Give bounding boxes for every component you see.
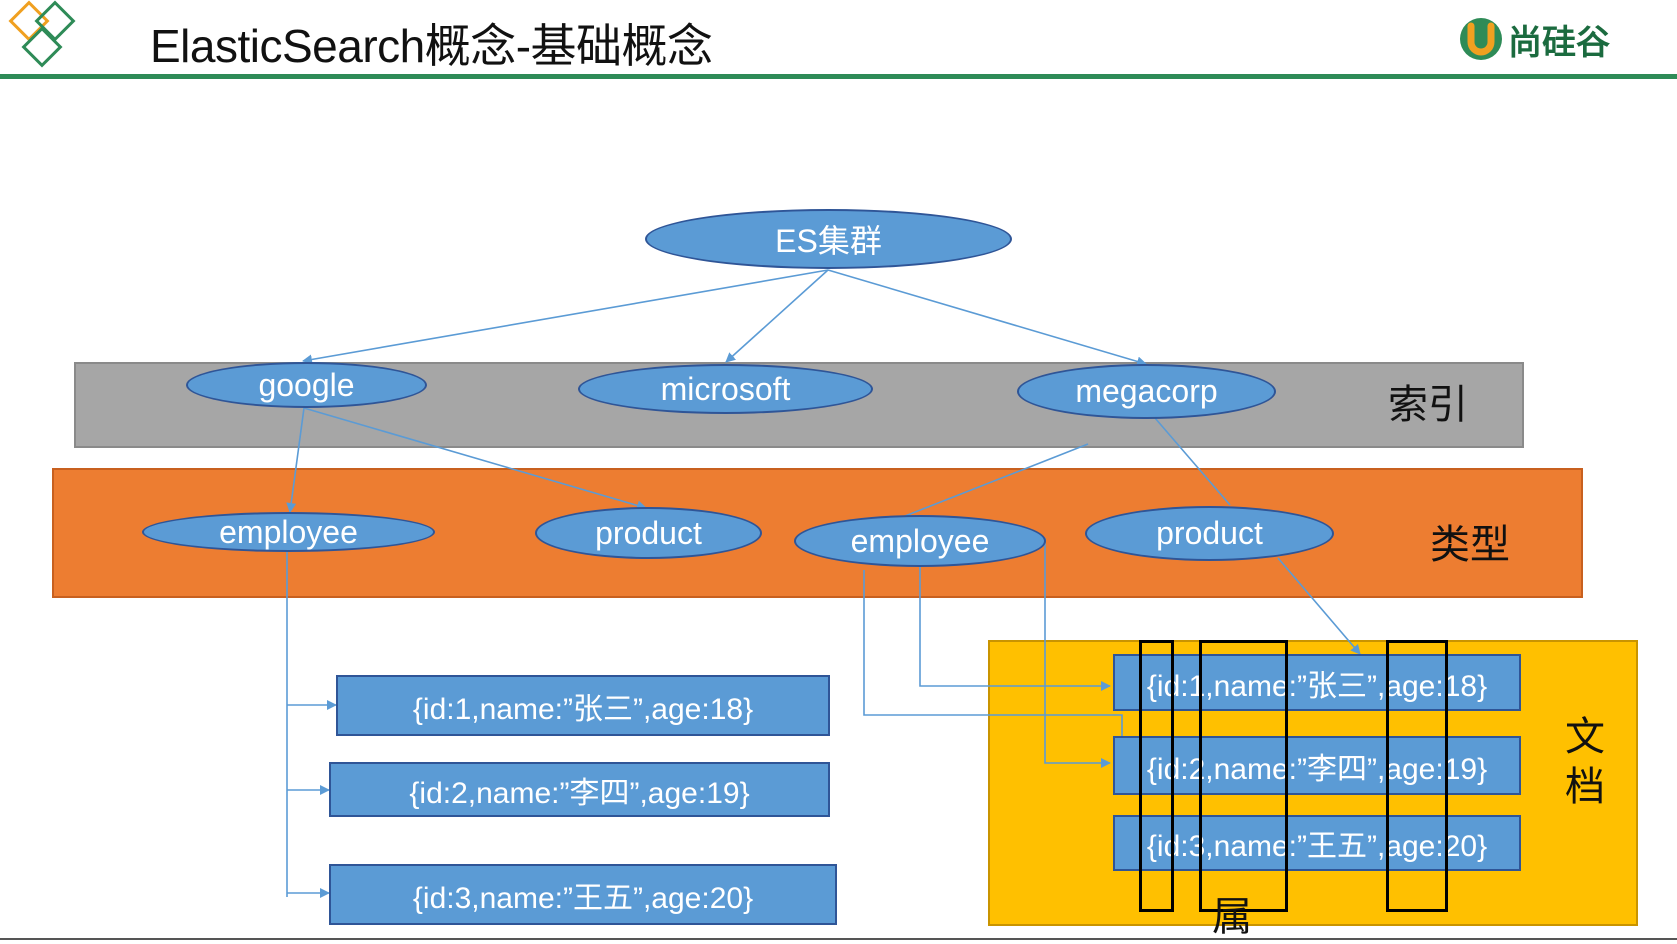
document-label: 文档	[1565, 715, 1605, 809]
type-employee-megacorp: employee	[794, 515, 1046, 567]
type-label: 类型	[1430, 523, 1510, 567]
index-microsoft: microsoft	[578, 364, 873, 414]
field-label: 属	[1212, 895, 1252, 939]
brand-logo: 尚硅谷	[1458, 14, 1610, 64]
page-title: ElasticSearch概念-基础概念	[150, 20, 713, 72]
field-name-box	[1199, 640, 1288, 912]
document-right-2: {id:2,name:”李四”,age:19}	[1113, 736, 1521, 795]
document-left-2: {id:2,name:”李四”,age:19}	[329, 762, 830, 817]
document-right-3: {id:3,name:”王五”,age:20}	[1113, 815, 1521, 871]
brand-name: 尚硅谷	[1508, 23, 1610, 62]
footer-divider	[0, 938, 1677, 940]
field-age-box	[1386, 640, 1448, 912]
document-left-3: {id:3,name:”王五”,age:20}	[329, 864, 837, 925]
field-id-box	[1139, 640, 1174, 912]
brand-u-icon	[1460, 18, 1502, 60]
type-employee-google: employee	[142, 512, 435, 552]
type-product-google: product	[535, 507, 762, 559]
diamond-logo-icon	[8, 0, 76, 68]
document-right-1: {id:1,name:”张三”,age:18}	[1113, 654, 1521, 711]
index-megacorp: megacorp	[1017, 364, 1276, 419]
header-divider	[0, 74, 1677, 79]
index-google: google	[186, 362, 427, 408]
index-label: 索引	[1388, 383, 1468, 427]
cluster-node: ES集群	[645, 209, 1012, 269]
document-left-1: {id:1,name:”张三”,age:18}	[336, 675, 830, 736]
type-product-megacorp: product	[1085, 506, 1334, 561]
